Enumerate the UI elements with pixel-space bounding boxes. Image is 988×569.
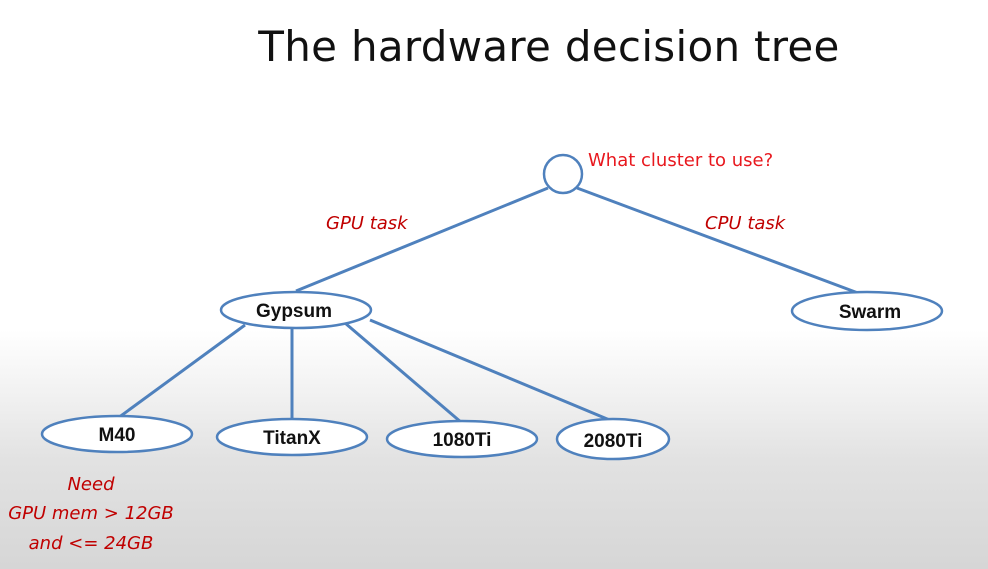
gpu-task-label: GPU task [326,213,409,234]
edge-root-to-swarm [576,186,859,295]
m40-requirement-note: Need GPU mem > 12GB and <= 24GB [8,474,174,554]
note-line-3: and <= 24GB [29,533,154,554]
node-2080ti: 2080Ti [555,417,671,461]
edge-root-to-gypsum [295,186,549,293]
node-swarm-label: Swarm [839,302,901,323]
node-gypsum-label: Gypsum [256,301,332,322]
root-node [542,153,584,195]
node-gypsum-shape [219,290,373,330]
node-2080ti-shape [555,417,671,461]
edge-gypsum-to-2080ti [369,318,613,423]
node-swarm-shape [790,290,944,332]
slide-title: The hardware decision tree [258,22,840,71]
node-m40-label: M40 [99,425,136,446]
node-titanx: TitanX [215,417,369,457]
note-line-2: GPU mem > 12GB [8,503,174,524]
node-m40: M40 [40,414,194,454]
cpu-task-label: CPU task [705,213,787,234]
edge-gypsum-to-1080ti [344,321,463,425]
node-1080ti: 1080Ti [385,419,539,459]
node-titanx-shape [215,417,369,457]
node-titanx-label: TitanX [263,428,321,449]
node-2080ti-label: 2080Ti [584,431,643,452]
node-gypsum: Gypsum [219,290,373,330]
node-m40-shape [40,414,194,454]
node-1080ti-shape [385,419,539,459]
root-question-label: What cluster to use? [588,150,773,171]
edge-gypsum-to-m40 [117,323,246,420]
node-swarm: Swarm [790,290,944,332]
tree-edges [117,186,859,425]
note-line-1: Need [67,474,115,495]
node-1080ti-label: 1080Ti [433,430,492,451]
